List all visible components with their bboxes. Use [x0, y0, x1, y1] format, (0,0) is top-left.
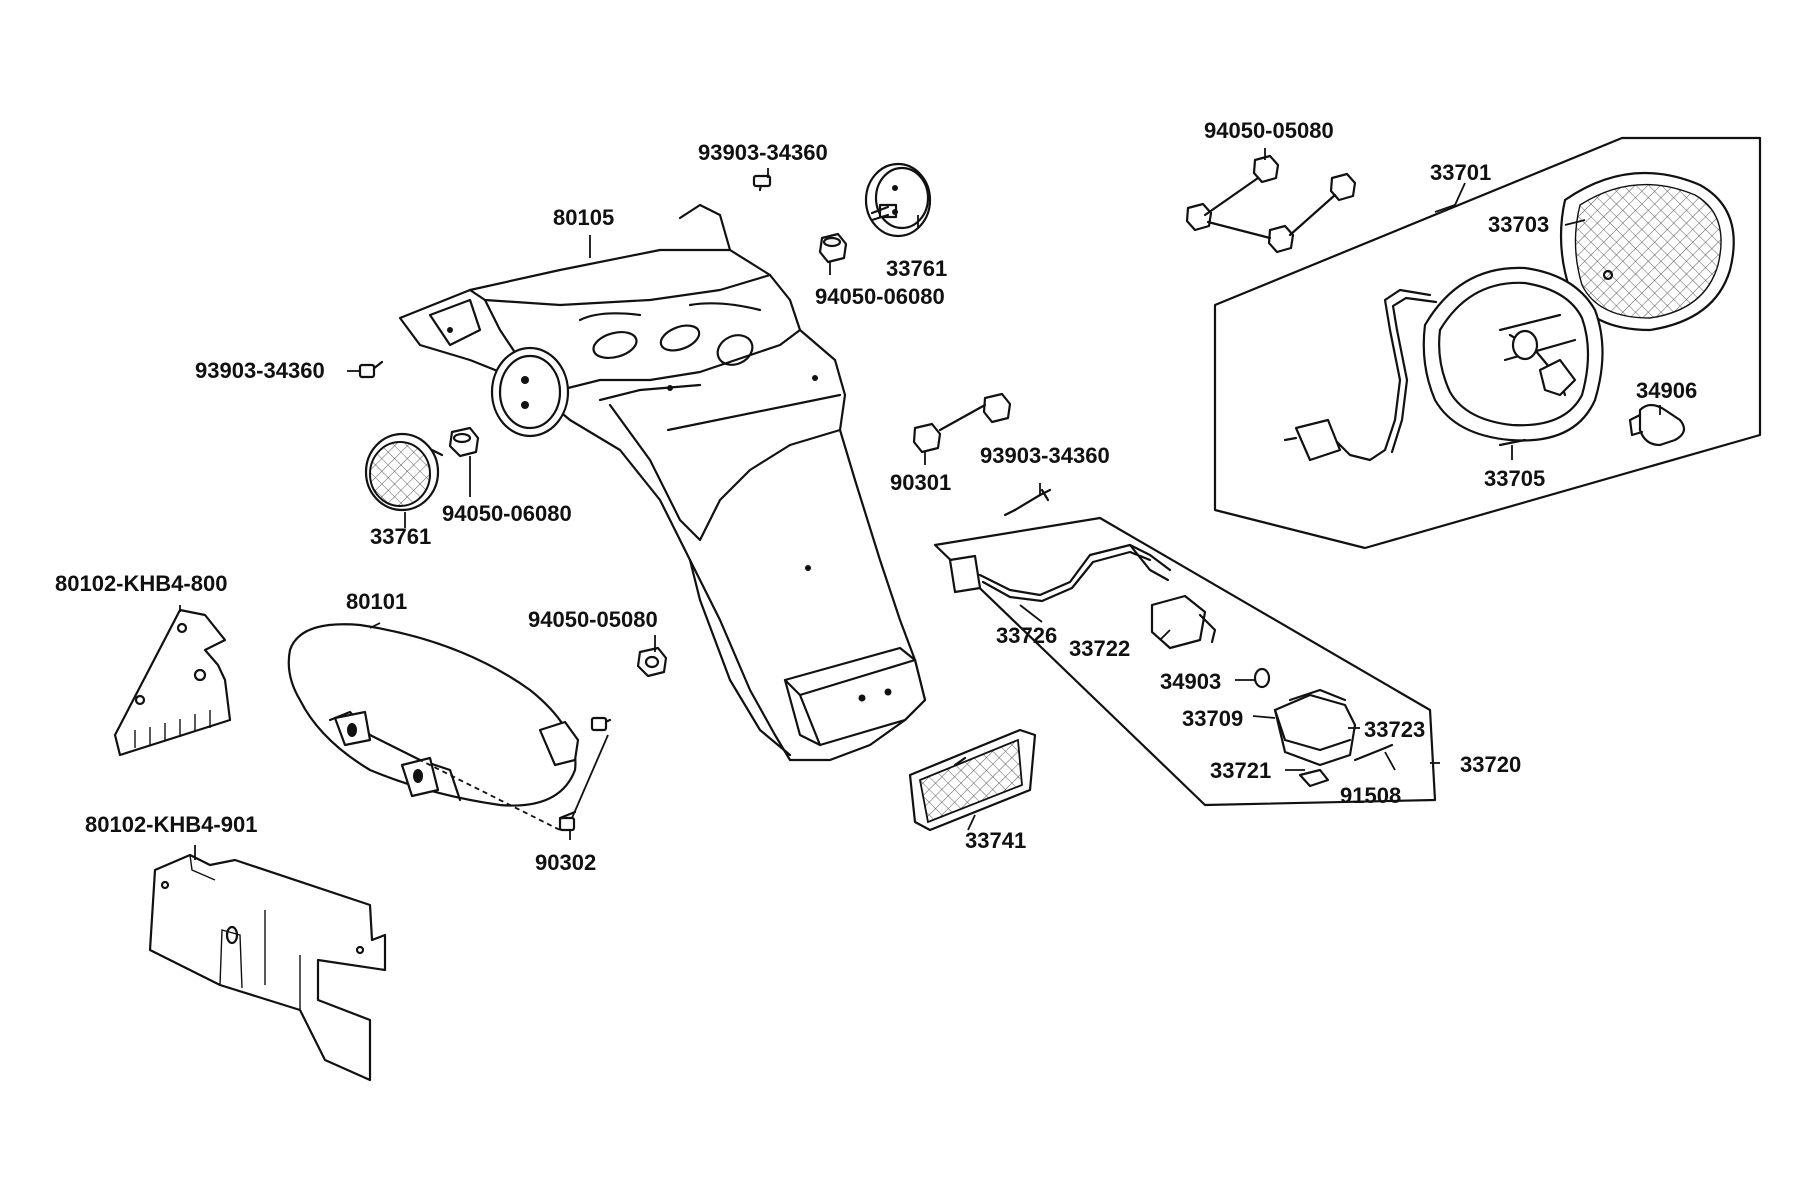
nut-94050-05080-mid — [636, 646, 668, 678]
callout-33761-top: 33761 — [886, 256, 947, 281]
callout-33703: 33703 — [1488, 212, 1549, 237]
reflector-33761-left — [364, 432, 444, 512]
leader-lines — [179, 148, 1661, 860]
taillight-group-33701 — [1213, 136, 1762, 550]
nuts-94050-05080-top — [1185, 154, 1357, 254]
callout-91508: 91508 — [1340, 783, 1401, 808]
callout-33709: 33709 — [1182, 706, 1243, 731]
callout-93903-34360-left: 93903-34360 — [195, 358, 325, 383]
callout-33723: 33723 — [1364, 717, 1425, 742]
bulb-34906 — [1628, 403, 1686, 447]
callout-93903-34360-top: 93903-34360 — [698, 140, 828, 165]
callout-33705: 33705 — [1484, 466, 1545, 491]
callout-33741: 33741 — [965, 828, 1026, 853]
callout-90301: 90301 — [890, 470, 951, 495]
plate-reflector-33741 — [908, 728, 1037, 832]
callout-33726: 33726 — [996, 623, 1057, 648]
callout-93903-34360-mid: 93903-34360 — [980, 443, 1110, 468]
callout-80102-khb4-800: 80102-KHB4-800 — [55, 571, 227, 596]
callout-80102-khb4-901: 80102-KHB4-901 — [85, 812, 257, 837]
screw-93903-34360-left — [358, 360, 384, 379]
callout-33721: 33721 — [1210, 758, 1271, 783]
flap-80102-khb4-800 — [113, 608, 232, 757]
callout-90302: 90302 — [535, 850, 596, 875]
screw-93903-34360-top — [752, 174, 772, 192]
callout-94050-05080-top: 94050-05080 — [1204, 118, 1334, 143]
callout-33720: 33720 — [1460, 752, 1521, 777]
nut-94050-06080-top — [818, 232, 848, 264]
lens-33703 — [1559, 171, 1735, 332]
callout-94050-05080-mid: 94050-05080 — [528, 607, 658, 632]
callout-34903: 34903 — [1160, 669, 1221, 694]
shield-80102-khb4-901 — [148, 853, 387, 1082]
callout-33722: 33722 — [1069, 636, 1130, 661]
nut-94050-06080-left — [448, 426, 480, 458]
screw-90302 — [558, 716, 612, 832]
callout-94050-06080-top: 94050-06080 — [815, 284, 945, 309]
callout-labels: 93903-34360 80105 33761 94050-06080 9390… — [55, 118, 1697, 875]
callout-80101: 80101 — [346, 589, 407, 614]
screw-93903-34360-mid — [1003, 488, 1052, 517]
callout-94050-06080-left: 94050-06080 — [442, 501, 572, 526]
callout-33761-left: 33761 — [370, 524, 431, 549]
callout-34906: 34906 — [1636, 378, 1697, 403]
callout-80105: 80105 — [553, 205, 614, 230]
reflector-33761-top — [864, 162, 932, 238]
reflector-33761-mounted — [490, 346, 570, 438]
nut-90301 — [912, 392, 1012, 454]
callout-33701: 33701 — [1430, 160, 1491, 185]
taillight-housing-33705 — [1283, 266, 1604, 462]
mudguard-80101 — [287, 623, 580, 831]
